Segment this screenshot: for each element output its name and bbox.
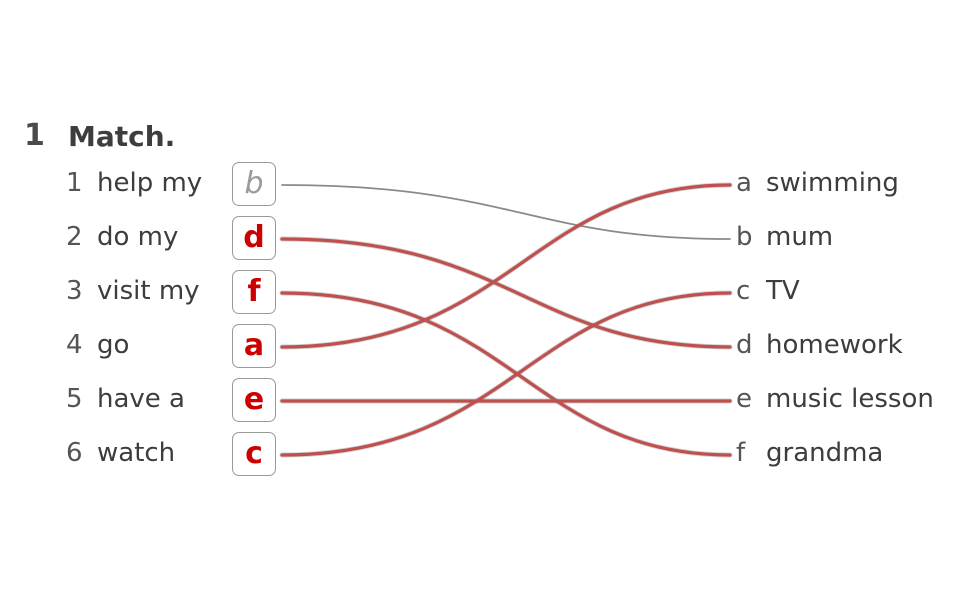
exercise-number: 1 xyxy=(24,118,45,153)
right-letter-a: a xyxy=(736,168,752,198)
answer-box-1[interactable]: b xyxy=(232,162,276,206)
match-line-6-c[interactable] xyxy=(280,291,732,457)
left-text-6: watch xyxy=(97,438,176,468)
left-text-5: have a xyxy=(97,384,185,414)
answer-box-3[interactable]: f xyxy=(232,270,276,314)
right-text-b: mum xyxy=(766,222,834,252)
left-number-4: 4 xyxy=(66,330,83,360)
right-letter-d: d xyxy=(736,330,753,360)
left-number-5: 5 xyxy=(66,384,83,414)
match-line-1-b[interactable] xyxy=(281,184,731,240)
right-letter-c: c xyxy=(736,276,751,306)
answer-box-4[interactable]: a xyxy=(232,324,276,368)
left-text-1: help my xyxy=(97,168,203,198)
right-text-f: grandma xyxy=(766,438,884,468)
answer-box-2[interactable]: d xyxy=(232,216,276,260)
right-text-e: music lesson xyxy=(766,384,934,414)
match-line-shadow-6 xyxy=(279,290,733,458)
right-letter-f: f xyxy=(736,438,746,468)
match-line-4-a[interactable] xyxy=(280,183,732,349)
match-line-shadow-2 xyxy=(279,236,733,350)
left-number-2: 2 xyxy=(66,222,83,252)
match-line-3-f[interactable] xyxy=(280,291,732,457)
left-number-3: 3 xyxy=(66,276,83,306)
right-text-c: TV xyxy=(766,276,800,306)
left-text-4: go xyxy=(97,330,130,360)
answer-box-6[interactable]: c xyxy=(232,432,276,476)
left-number-6: 6 xyxy=(66,438,83,468)
left-text-3: visit my xyxy=(97,276,200,306)
right-text-a: swimming xyxy=(766,168,899,198)
answer-box-5[interactable]: e xyxy=(232,378,276,422)
right-letter-b: b xyxy=(736,222,753,252)
left-number-1: 1 xyxy=(66,168,83,198)
exercise-title: Match. xyxy=(68,120,176,153)
right-letter-e: e xyxy=(736,384,752,414)
left-text-2: do my xyxy=(97,222,179,252)
match-line-2-d[interactable] xyxy=(280,237,732,349)
match-line-shadow-3 xyxy=(279,290,733,458)
right-text-d: homework xyxy=(766,330,903,360)
